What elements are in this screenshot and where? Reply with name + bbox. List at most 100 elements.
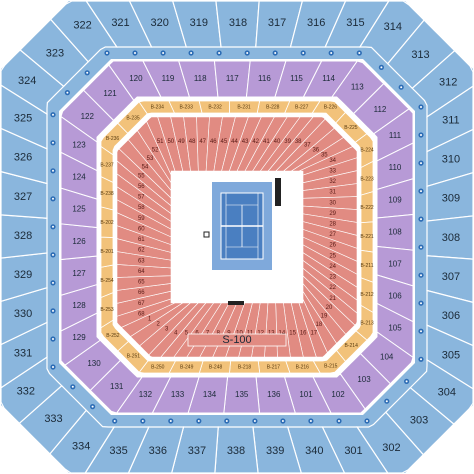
loge-box-B-231[interactable]: B-231 (228, 100, 261, 114)
court-section-label: 66 (138, 290, 145, 296)
loge-box-B-201[interactable]: B-201 (100, 236, 114, 268)
upper-section-label: 302 (382, 442, 400, 454)
loge-box-label: B-221 (360, 234, 374, 240)
mezz-section-123[interactable]: 123 (60, 115, 98, 172)
loge-box-B-211[interactable]: B-211 (361, 249, 374, 283)
court-section-label: 51 (157, 139, 164, 145)
loge-box-B-254[interactable]: B-254 (100, 264, 114, 299)
mezz-section-label: 122 (81, 112, 95, 121)
court-section-label: 41 (263, 139, 270, 145)
mezz-section-label: 134 (203, 390, 217, 399)
court-section-label: 46 (210, 139, 217, 145)
upper-section-label: 320 (151, 17, 169, 29)
upper-section-312[interactable]: 312 (411, 49, 474, 119)
mezz-section-label: 113 (351, 82, 364, 91)
upper-section-308[interactable]: 308 (426, 215, 474, 260)
court-section-label: 59 (138, 216, 145, 222)
court-section-label: 2 (157, 322, 161, 328)
loge-box-label: B-253 (100, 307, 114, 313)
loge-box-label: B-201 (100, 249, 114, 255)
mezz-section-label: 103 (357, 375, 371, 384)
camera-platform (228, 301, 244, 305)
wheelchair-icon (84, 70, 90, 76)
upper-section-label: 340 (305, 445, 323, 457)
section-s100[interactable]: S-100 (187, 333, 287, 347)
upper-section-328[interactable]: 328 (0, 214, 48, 259)
court-section-label: 43 (242, 139, 249, 145)
loge-box-label: B-225 (344, 125, 358, 131)
mezz-section-126[interactable]: 126 (60, 223, 98, 261)
mezz-section-label: 132 (139, 390, 153, 399)
wheelchair-icon (308, 418, 314, 424)
upper-section-330[interactable]: 330 (0, 286, 48, 346)
mezz-section-label: 118 (194, 74, 207, 83)
upper-section-318[interactable]: 318 (215, 0, 260, 48)
upper-section-336[interactable]: 336 (127, 426, 185, 474)
wheelchair-icon (104, 50, 110, 56)
loge-box-B-221[interactable]: B-221 (360, 221, 374, 253)
loge-box-label: B-215 (324, 364, 338, 370)
loge-box-B-222[interactable]: B-222 (360, 191, 374, 224)
upper-section-label: 334 (72, 441, 90, 453)
upper-section-339[interactable]: 339 (252, 426, 303, 474)
wheelchair-icon (418, 188, 424, 194)
loge-box-label: B-222 (360, 205, 374, 211)
mezz-section-label: 111 (389, 131, 402, 140)
upper-section-304[interactable]: 304 (409, 358, 474, 425)
upper-section-325[interactable]: 325 (0, 84, 48, 150)
upper-section-301[interactable]: 301 (321, 426, 389, 474)
loge-box-label: B-248 (209, 364, 223, 370)
loge-box-label: B-249 (180, 364, 194, 370)
upper-section-label: 307 (442, 271, 460, 283)
mezz-section-label: 104 (380, 352, 394, 361)
loge-box-B-202[interactable]: B-202 (100, 206, 114, 238)
loge-box-label: B-234 (151, 104, 165, 110)
court-section-label: 53 (147, 156, 154, 162)
mezz-section-135[interactable]: 135 (223, 376, 261, 414)
court-section-label: 6 (195, 330, 199, 336)
court-section-42[interactable]: 42 (236, 116, 275, 172)
loge-box-label: B-250 (151, 364, 165, 370)
upper-section-329[interactable]: 329 (0, 252, 48, 303)
court-section-label: 9 (227, 330, 231, 336)
loge-box-B-248[interactable]: B-248 (198, 360, 232, 374)
court-section-label: 11 (247, 330, 254, 336)
upper-section-label: 313 (411, 49, 429, 61)
mezz-section-label: 130 (87, 359, 101, 368)
loge-box-B-228[interactable]: B-228 (256, 100, 291, 114)
mezz-section-label: 109 (388, 195, 402, 204)
upper-section-333[interactable]: 333 (18, 384, 88, 455)
loge-box-B-218[interactable]: B-218 (229, 360, 261, 374)
upper-section-317[interactable]: 317 (255, 0, 304, 48)
loge-box-label: B-202 (100, 220, 114, 226)
upper-section-label: 315 (346, 17, 364, 29)
court-section-label: 20 (326, 305, 333, 311)
upper-section-319[interactable]: 319 (171, 0, 222, 48)
mezz-section-117[interactable]: 117 (213, 60, 251, 98)
upper-section-338[interactable]: 338 (214, 426, 259, 474)
wheelchair-icon (70, 384, 76, 390)
upper-section-316[interactable]: 316 (289, 0, 347, 48)
loge-box-B-223[interactable]: B-223 (360, 160, 374, 196)
upper-section-321[interactable]: 321 (85, 0, 153, 48)
court-section-label: 48 (189, 139, 196, 145)
wheelchair-icon (50, 140, 56, 146)
section-s100-label: S-100 (222, 334, 251, 346)
wheelchair-icon (272, 50, 278, 56)
court-section-label: 16 (300, 330, 307, 336)
wheelchair-icon (50, 224, 56, 230)
upper-section-326[interactable]: 326 (0, 127, 48, 185)
court-section-label: 36 (312, 148, 319, 154)
upper-section-309[interactable]: 309 (426, 171, 474, 222)
wheelchair-icon (418, 160, 424, 166)
court-section-label: 55 (138, 173, 145, 179)
mezz-section-108[interactable]: 108 (376, 213, 414, 251)
mezz-section-label: 112 (374, 105, 387, 114)
loge-box-label: B-214 (345, 343, 359, 349)
loge-box-label: B-226 (324, 105, 338, 111)
loge-box-B-233[interactable]: B-233 (168, 100, 203, 114)
court-section-label: 13 (268, 330, 275, 336)
loge-box-B-232[interactable]: B-232 (198, 100, 231, 114)
court-section-label: 40 (274, 139, 281, 145)
loge-box-B-217[interactable]: B-217 (257, 360, 291, 374)
